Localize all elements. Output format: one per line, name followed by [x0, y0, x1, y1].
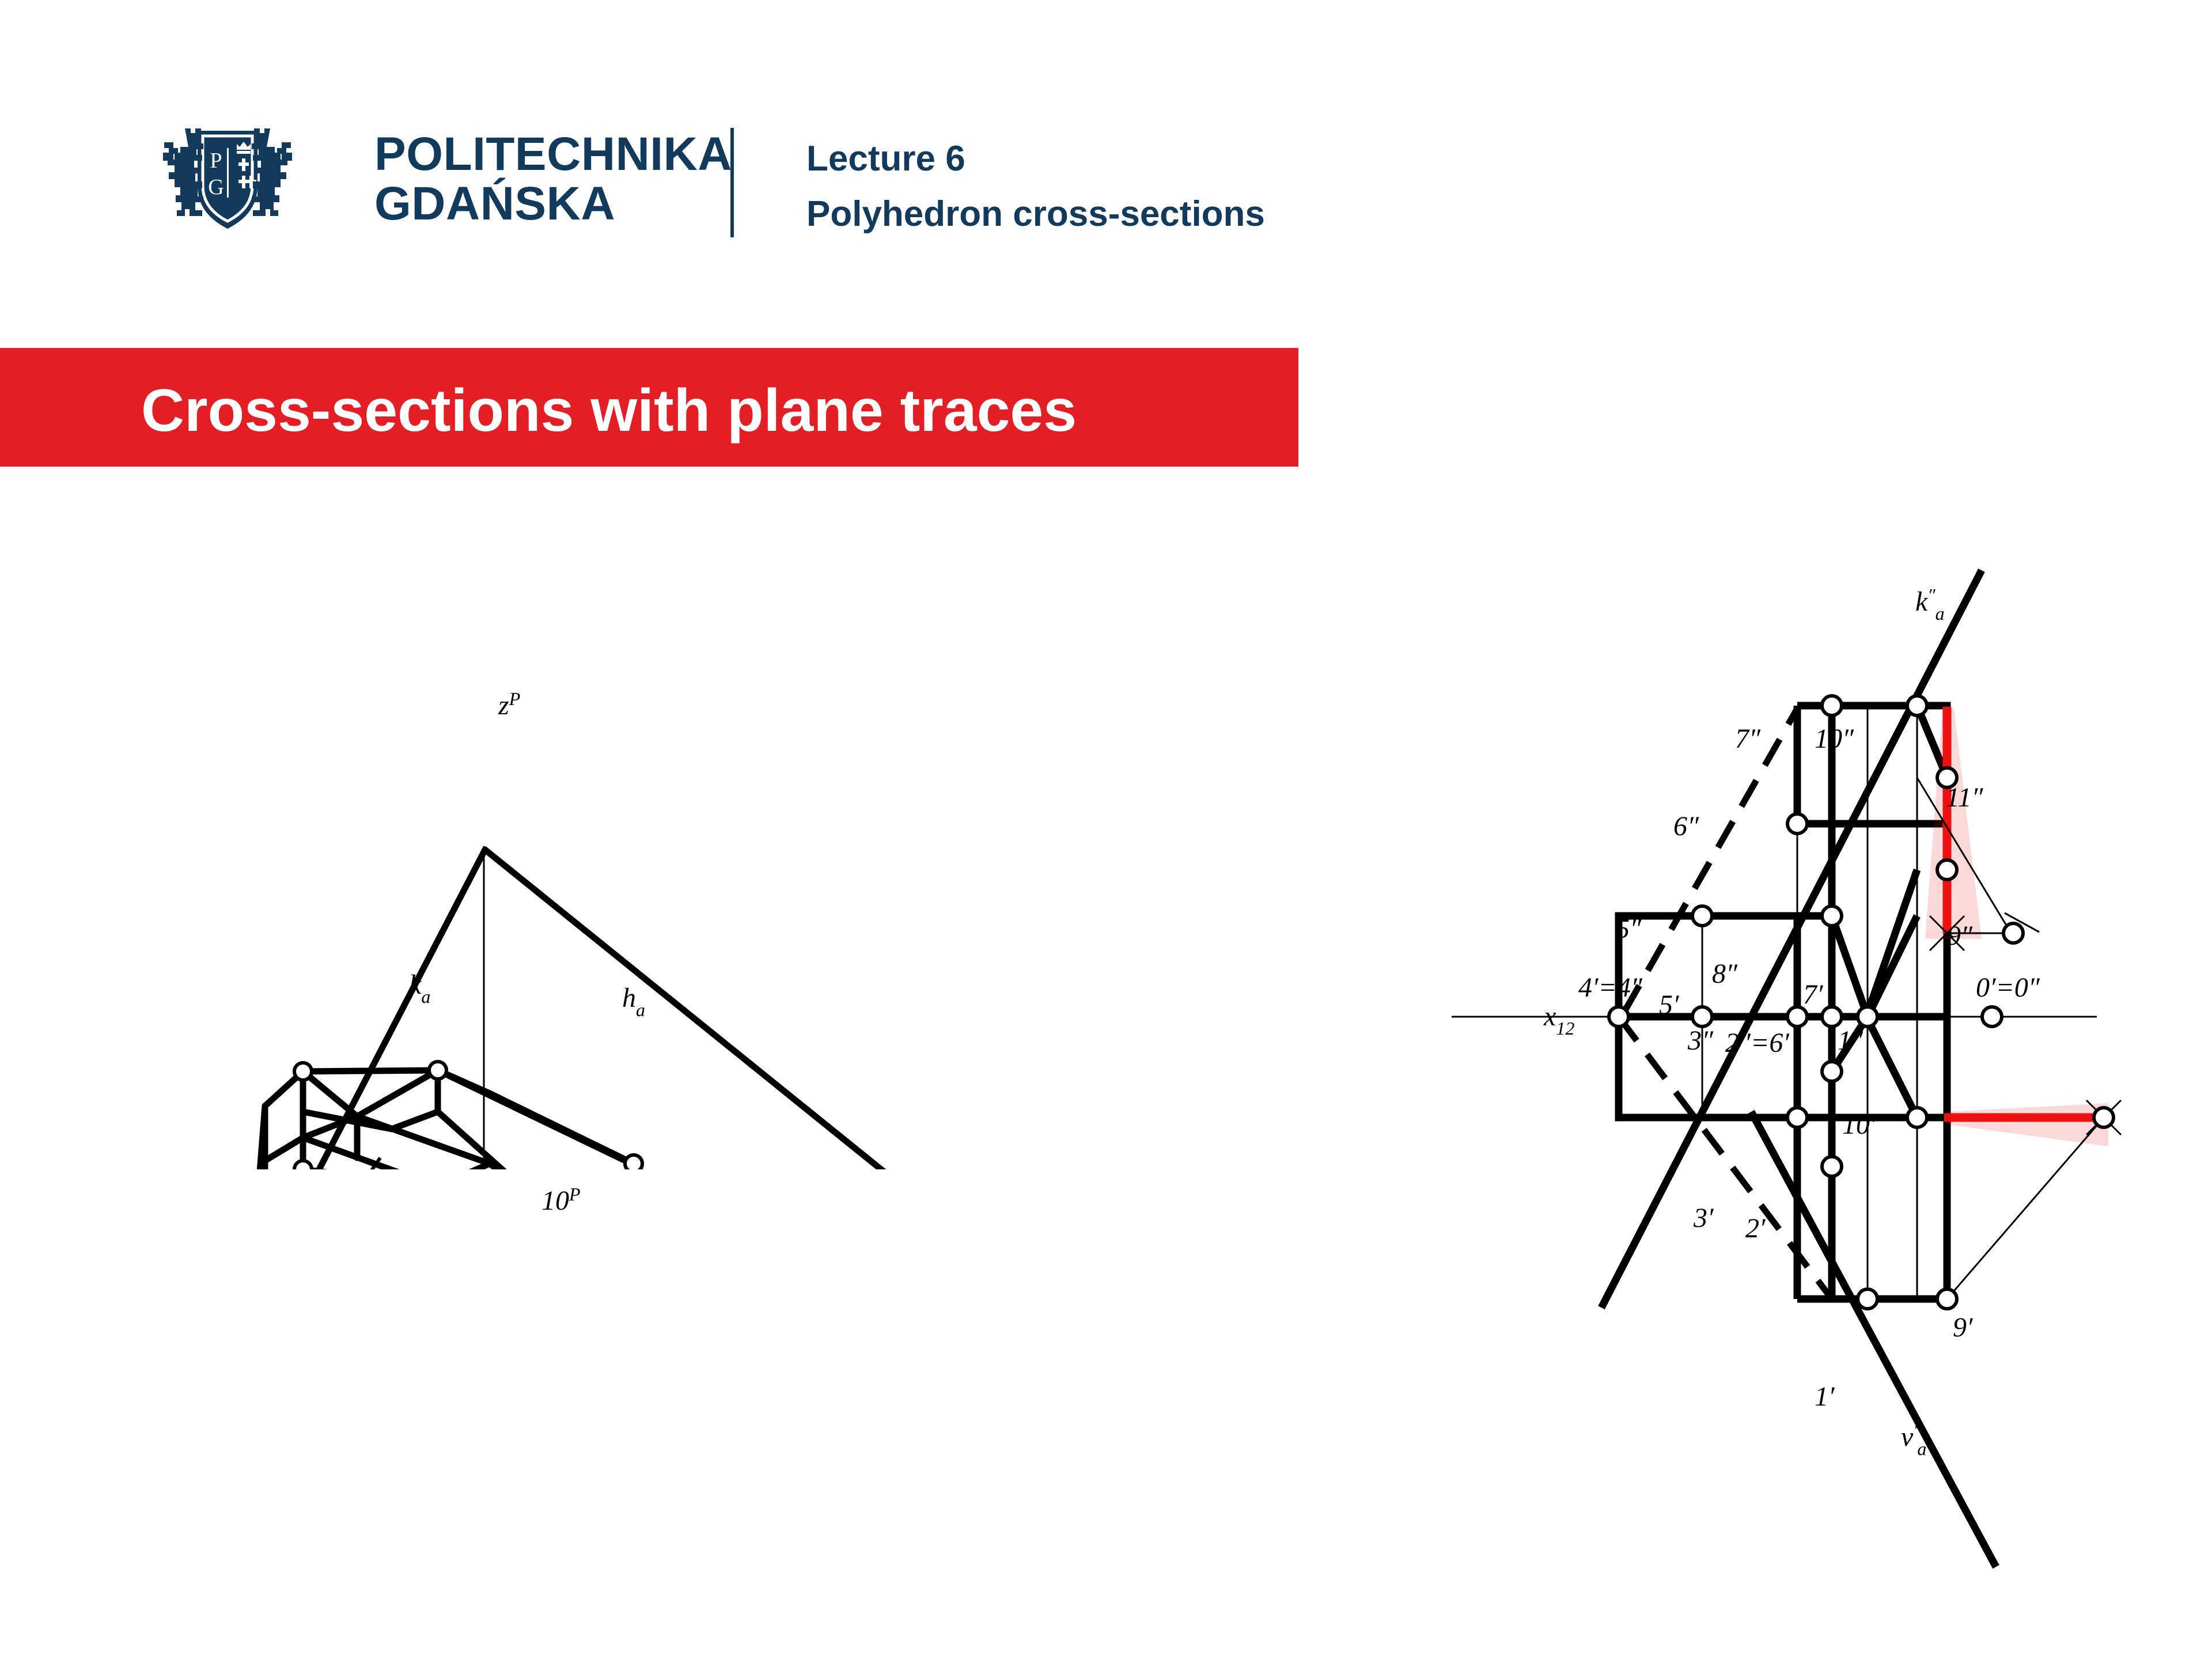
x-mark-upper	[1929, 915, 1965, 952]
pg-crest-logo: P G	[130, 118, 325, 251]
lecture-number: Lecture 6	[806, 139, 965, 179]
axonometric-figure: .hv { stroke:#000; fill:none; stroke-wid…	[256, 846, 887, 1169]
highlight-upper	[1916, 707, 2040, 952]
origin-connector	[1947, 1005, 2003, 1028]
section-title: Cross-sections with plane traces	[141, 377, 1077, 444]
university-wordmark: POLITECHNIKA GDAŃSKA	[374, 128, 732, 230]
cut-edges	[1797, 704, 1951, 1119]
section-banner: Cross-sections with plane traces	[0, 348, 1298, 467]
trace-ka-second	[1598, 569, 1985, 1309]
center-rectangle	[1828, 702, 1951, 1303]
projection-lines	[1701, 706, 1948, 1299]
highlight-lower	[1944, 1099, 2122, 1300]
wordmark-line-2: GDAŃSKA	[374, 177, 616, 230]
hidden-lines-right	[1616, 707, 1835, 1301]
orthographic-figure: .rhv { stroke:#000; fill:none; stroke-wi…	[1452, 569, 2122, 1569]
wordmark-line-1: POLITECHNIKA	[374, 128, 732, 180]
trace-va-first	[1748, 1109, 1999, 1569]
svg-text:P: P	[210, 149, 222, 173]
header-title-block: Lecture 6 Polyhedron cross-sections	[806, 131, 1265, 242]
technical-drawings: .hv { stroke:#000; fill:none; stroke-wid…	[0, 518, 2212, 1659]
silhouette	[1615, 702, 1951, 1303]
axis-lines	[483, 846, 485, 1169]
header-divider	[730, 128, 734, 237]
lecture-subject: Polyhedron cross-sections	[806, 194, 1265, 234]
slide-header: P G	[0, 0, 2212, 300]
vertex-markers-top	[293, 1060, 644, 1169]
svg-text:G: G	[208, 175, 224, 199]
point-label-10P: 10P	[541, 1184, 581, 1216]
plane-traces	[315, 846, 887, 1169]
vertex-markers-right	[1607, 694, 1959, 1310]
right-rectangle	[1832, 702, 1951, 1299]
